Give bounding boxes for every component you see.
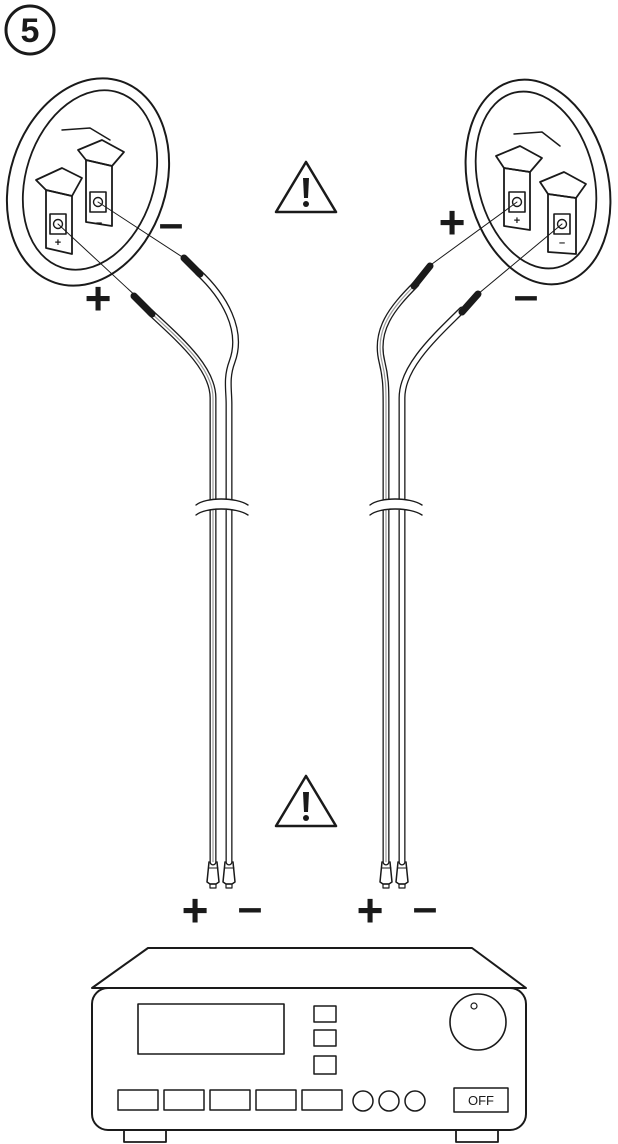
receiver-icon: OFF: [91, 947, 527, 1143]
speaker-icon: [464, 78, 612, 286]
left-speaker-plus-terminal-mark: +: [55, 237, 61, 249]
volume-knob: [449, 993, 507, 1051]
warning-triangle-icon: [274, 774, 338, 828]
right-speaker-plus-label: +: [439, 196, 466, 248]
left-speaker-plus-label: +: [85, 272, 112, 324]
left-channel-minus-label: –: [238, 883, 262, 932]
step-badge: 5: [4, 4, 56, 56]
right-speaker: + – + –: [439, 78, 612, 320]
warning-triangle-icon: [274, 160, 338, 214]
right-speaker-minus-terminal-mark: –: [559, 237, 565, 249]
left-speaker-cable: [57, 201, 251, 889]
right-channel-plus-label: +: [357, 884, 384, 936]
receiver-input-button: [117, 1089, 159, 1111]
receiver-round-button: [404, 1090, 426, 1112]
right-speaker-cable: [366, 201, 563, 889]
receiver-display: [137, 1003, 285, 1055]
left-speaker: + – – +: [5, 77, 183, 324]
step-number: 5: [21, 12, 40, 50]
right-channel-minus-label: –: [413, 883, 437, 932]
receiver-input-button: [255, 1089, 297, 1111]
receiver-side-button: [313, 1005, 337, 1023]
right-speaker-minus-label: –: [514, 271, 538, 320]
left-channel-plus-label: +: [182, 884, 209, 936]
right-speaker-plus-terminal-mark: +: [514, 215, 520, 227]
off-button: [453, 1087, 509, 1113]
speaker-icon: [5, 77, 171, 287]
receiver-round-button: [352, 1090, 374, 1112]
receiver-side-button: [313, 1029, 337, 1047]
receiver-input-button: [209, 1089, 251, 1111]
left-speaker-minus-label: –: [159, 199, 183, 248]
receiver-input-button: [301, 1089, 343, 1111]
left-speaker-minus-terminal-mark: –: [96, 217, 102, 229]
receiver-round-button: [378, 1090, 400, 1112]
receiver-input-button: [163, 1089, 205, 1111]
off-button-label: OFF: [468, 1093, 494, 1108]
receiver-side-button: [313, 1055, 337, 1075]
